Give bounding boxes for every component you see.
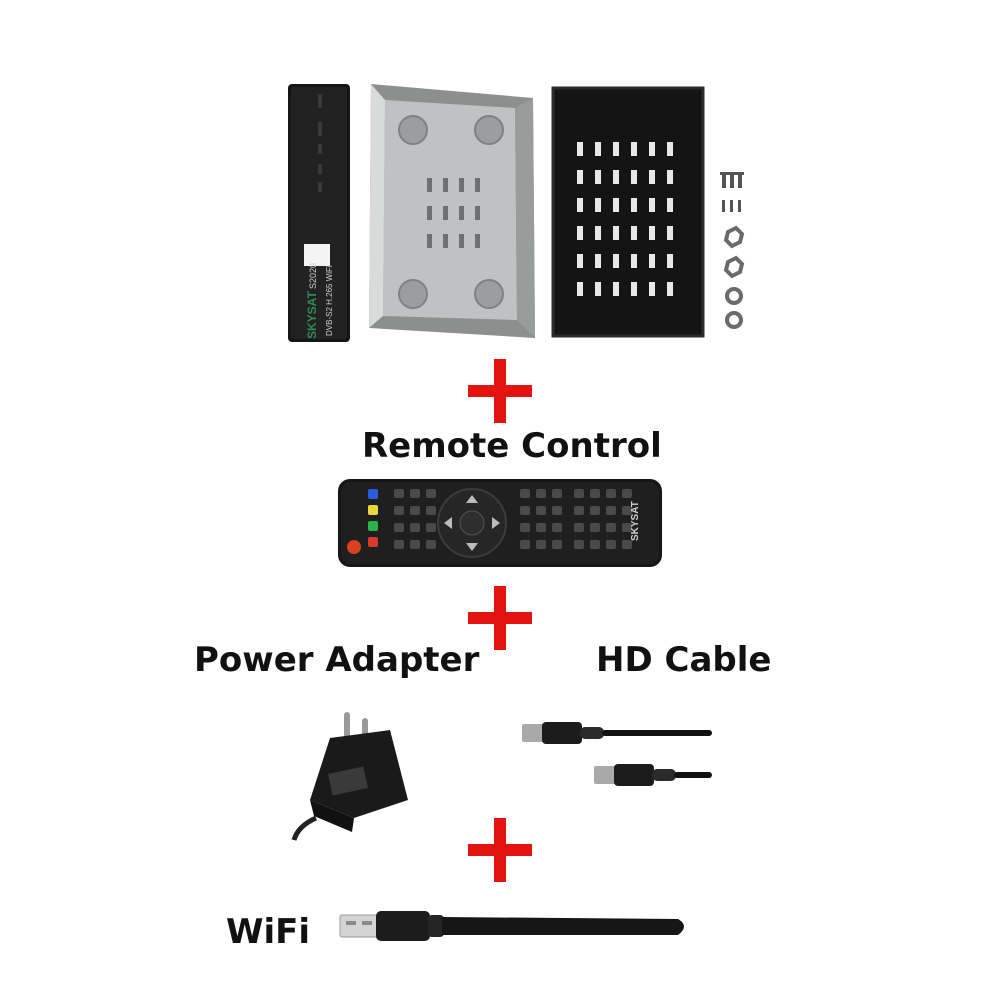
remote-button [426, 506, 436, 515]
cover-vent-slot [595, 142, 601, 156]
remote-button [410, 506, 420, 515]
remote-button [394, 506, 404, 515]
top-cover [551, 86, 705, 338]
remote-button [574, 489, 584, 498]
remote-button [606, 540, 616, 549]
remote-button [590, 489, 600, 498]
cover-vent-slot [631, 198, 637, 212]
cover-vent-slot [631, 282, 637, 296]
cover-vent-slot [613, 226, 619, 240]
cover-vent-slot [577, 226, 583, 240]
remote-button [622, 523, 632, 532]
hd-cable [522, 722, 712, 786]
remote-button [426, 489, 436, 498]
remote-button [520, 523, 530, 532]
remote-button [552, 523, 562, 532]
cover-vent-slot [613, 254, 619, 268]
remote-button [536, 523, 546, 532]
cover-vent-slot [595, 170, 601, 184]
cover-vent-slot [667, 170, 673, 184]
remote-button [606, 506, 616, 515]
cover-vent-slot [649, 142, 655, 156]
remote-button [606, 523, 616, 532]
hd-cable-label: HD Cable [596, 640, 772, 680]
remote-button [520, 489, 530, 498]
remote-brand-label: SKYSAT [630, 501, 641, 541]
remote-button [410, 489, 420, 498]
cover-vent-slot [595, 198, 601, 212]
remote-button [590, 523, 600, 532]
front-model-label: S2020 [308, 263, 318, 289]
wifi-dongle [339, 911, 684, 941]
cover-vent-slot [667, 282, 673, 296]
cover-vent-slot [577, 142, 583, 156]
cover-vent-slot [649, 282, 655, 296]
cover-vent-slot [631, 226, 637, 240]
cover-vent-slot [577, 282, 583, 296]
remote-button [574, 540, 584, 549]
cover-vent-slot [577, 170, 583, 184]
remote-button [622, 506, 632, 515]
remote-control-label: Remote Control [362, 426, 662, 466]
remote-button [410, 540, 420, 549]
wifi-label: WiFi [226, 912, 311, 952]
cover-vent-slot [577, 254, 583, 268]
cover-vent-slot [613, 142, 619, 156]
cover-vent-slot [631, 254, 637, 268]
metal-chassis [369, 84, 535, 338]
remote-button [552, 540, 562, 549]
cover-vent-slot [667, 226, 673, 240]
remote-button [394, 540, 404, 549]
remote-button [552, 489, 562, 498]
remote-button [394, 489, 404, 498]
cover-vent-slot [631, 142, 637, 156]
cover-vent-slot [577, 198, 583, 212]
remote-button [520, 540, 530, 549]
remote-button [520, 506, 530, 515]
cover-vent-slot [649, 226, 655, 240]
cover-vent-slot [613, 282, 619, 296]
plus-sign-2 [468, 586, 532, 650]
cover-vent-slot [631, 170, 637, 184]
cover-vent-slot [667, 254, 673, 268]
remote-button [574, 523, 584, 532]
remote-button [590, 540, 600, 549]
remote-button [536, 540, 546, 549]
remote-button [622, 489, 632, 498]
receiver-front-panel: SKYSAT S2020 DVB-S2 H.265 WiFi [288, 84, 350, 342]
power-adapter [291, 712, 408, 841]
cover-vent-slot [595, 226, 601, 240]
remote-button [426, 540, 436, 549]
remote-button [394, 523, 404, 532]
remote-control: SKYSAT [338, 479, 662, 567]
remote-button [622, 540, 632, 549]
plus-sign-3 [468, 818, 532, 882]
cover-vent-slot [649, 170, 655, 184]
cover-vent-slot [667, 198, 673, 212]
remote-button [590, 506, 600, 515]
cover-vent-slot [595, 282, 601, 296]
plus-sign-1 [468, 359, 532, 423]
remote-button [426, 523, 436, 532]
cover-vent-slot [613, 170, 619, 184]
cover-vent-slot [595, 254, 601, 268]
cover-vent-slot [649, 198, 655, 212]
remote-button [606, 489, 616, 498]
remote-button [536, 489, 546, 498]
power-adapter-label: Power Adapter [194, 640, 480, 680]
remote-button [410, 523, 420, 532]
screws-and-nuts [720, 172, 745, 329]
front-brand-label: SKYSAT [305, 291, 319, 339]
remote-button [552, 506, 562, 515]
remote-button [536, 506, 546, 515]
cover-vent-slot [649, 254, 655, 268]
cover-vent-slot [667, 142, 673, 156]
cover-vent-slot [613, 198, 619, 212]
remote-button [574, 506, 584, 515]
front-sub-label: DVB-S2 H.265 WiFi [325, 265, 334, 336]
